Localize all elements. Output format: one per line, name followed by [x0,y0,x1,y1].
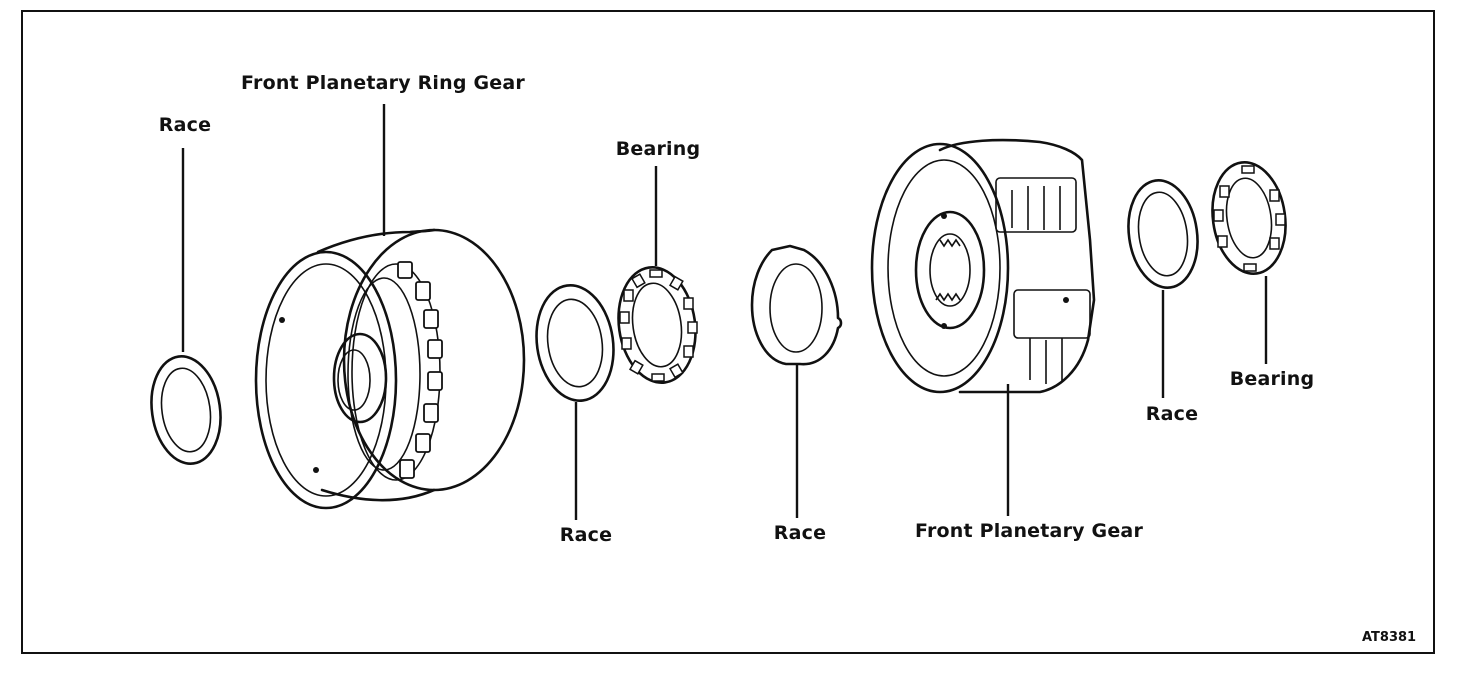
bearing-right-rollers [1213,165,1286,272]
diagram-frame [21,10,1435,654]
label-front-planetary-ring-gear: Front Planetary Ring Gear [241,72,525,94]
label-bearing-right: Bearing [1229,368,1315,390]
bearing-center-part [617,266,698,384]
front-planetary-ring-gear-part [254,228,526,510]
race-center-left-part [535,284,615,402]
figure-code: AT8381 [1362,630,1417,645]
pinion-teeth [1011,186,1063,384]
label-race-center-left: Race [559,524,613,546]
race-right-part [1127,179,1199,289]
race-center-part [750,244,843,366]
label-race-right: Race [1145,403,1199,425]
label-race-far-left: Race [158,114,212,136]
label-bearing-center: Bearing [615,138,701,160]
ring-gear-teeth [397,261,443,479]
bearing-right-part [1211,161,1287,275]
race-far-left-part [150,355,222,465]
bearing-center-rollers [619,269,698,382]
label-race-center: Race [773,522,827,544]
label-front-planetary-gear: Front Planetary Gear [914,520,1144,542]
front-planetary-gear-part [870,138,1096,394]
leader-lines [181,104,1268,520]
